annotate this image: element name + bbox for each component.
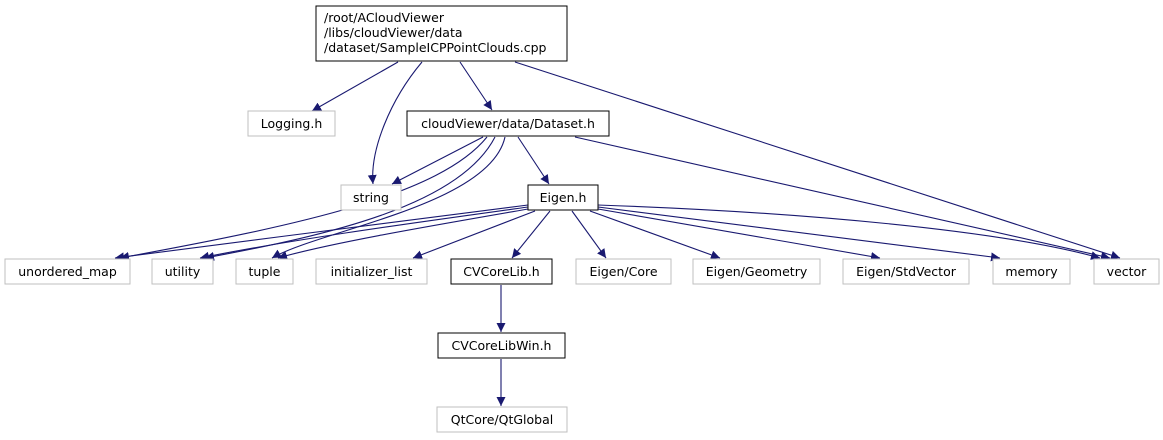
node-root: /root/ACloudViewer/libs/cloudViewer/data…: [315, 5, 568, 62]
node-box: [992, 258, 1071, 285]
edge-root-vector: [514, 61, 1121, 260]
node-eigen-stdvector: Eigen/StdVector: [842, 258, 970, 285]
edge-eigen_h-utility: [199, 206, 529, 261]
edges-layer: [114, 61, 1121, 406]
node-label: Eigen.h: [540, 190, 587, 205]
edge-eigen_h-initializer_list: [412, 210, 536, 259]
node-label: cloudViewer/data/Dataset.h: [421, 116, 595, 131]
node-logging: Logging.h: [247, 110, 336, 137]
node-label: CVCoreLib.h: [463, 264, 539, 279]
node-box: [575, 258, 672, 285]
node-eigen-core: Eigen/Core: [575, 258, 672, 285]
node-box: [1093, 258, 1160, 285]
node-label: Eigen/Core: [589, 264, 657, 279]
node-box: [247, 110, 336, 137]
node-cvcorelibwin[interactable]: CVCoreLibWin.h: [437, 332, 566, 359]
node-box: [450, 258, 553, 285]
node-label: Eigen/StdVector: [856, 264, 957, 279]
edge-root-dataset_h: [459, 61, 493, 111]
node-box: [151, 258, 214, 285]
node-box: [437, 332, 566, 359]
edge-root-string: [367, 61, 423, 185]
edge-eigen_h-eigen_geometry: [589, 210, 721, 260]
node-string: string: [340, 184, 402, 211]
edge-eigen_h-vector: [597, 204, 1101, 260]
node-label: Logging.h: [261, 116, 323, 131]
node-box: [340, 184, 402, 211]
node-label: unordered_map: [18, 264, 117, 279]
edge-dataset_h-vector: [574, 136, 1111, 261]
node-label: Eigen/Geometry: [706, 264, 808, 279]
node-memory: memory: [992, 258, 1071, 285]
node-label: tuple: [249, 264, 281, 279]
node-label: /libs/cloudViewer/data: [324, 25, 463, 40]
edge-eigen_h-tuple: [277, 208, 529, 260]
edge-eigen_h-eigen_stdvector: [597, 208, 881, 261]
nodes-layer: /root/ACloudViewer/libs/cloudViewer/data…: [4, 5, 1160, 433]
edge-dataset_h-utility: [204, 136, 496, 261]
node-box: [527, 184, 599, 211]
node-qtglobal: QtCore/QtGlobal: [436, 406, 568, 433]
node-box: [406, 110, 610, 137]
edge-eigen_h-unordered_map: [114, 204, 529, 262]
node-label: vector: [1107, 264, 1148, 279]
node-box: [4, 258, 131, 285]
node-cvcorelib[interactable]: CVCoreLib.h: [450, 258, 553, 285]
edge-dataset_h-tuple: [271, 136, 506, 259]
node-box: [315, 258, 428, 285]
node-box: [315, 5, 568, 62]
node-unordered-map: unordered_map: [4, 258, 131, 285]
edge-dataset_h-eigen_h: [517, 136, 550, 185]
node-label: /root/ACloudViewer: [324, 10, 445, 25]
node-box: [842, 258, 970, 285]
edge-root-logging: [311, 61, 399, 112]
edge-dataset_h-string: [391, 136, 484, 185]
node-initializer-list: initializer_list: [315, 258, 428, 285]
node-utility: utility: [151, 258, 214, 285]
node-label: memory: [1005, 264, 1058, 279]
node-eigen-h[interactable]: Eigen.h: [527, 184, 599, 211]
edge-eigen_h-memory: [597, 206, 1001, 262]
edge-eigen_h-eigen_core: [571, 210, 607, 259]
node-label: string: [353, 190, 389, 205]
node-eigen-geometry: Eigen/Geometry: [692, 258, 821, 285]
node-dataset-h[interactable]: cloudViewer/data/Dataset.h: [406, 110, 610, 137]
node-vector: vector: [1093, 258, 1160, 285]
node-label: QtCore/QtGlobal: [451, 412, 554, 427]
node-box: [235, 258, 294, 285]
node-box: [436, 406, 568, 433]
node-box: [692, 258, 821, 285]
node-label: initializer_list: [331, 264, 413, 279]
node-tuple: tuple: [235, 258, 294, 285]
node-label: /dataset/SampleICPPointClouds.cpp: [324, 40, 547, 55]
edge-eigen_h-cvcorelib: [511, 210, 551, 259]
node-label: utility: [165, 264, 201, 279]
node-label: CVCoreLibWin.h: [452, 338, 552, 353]
